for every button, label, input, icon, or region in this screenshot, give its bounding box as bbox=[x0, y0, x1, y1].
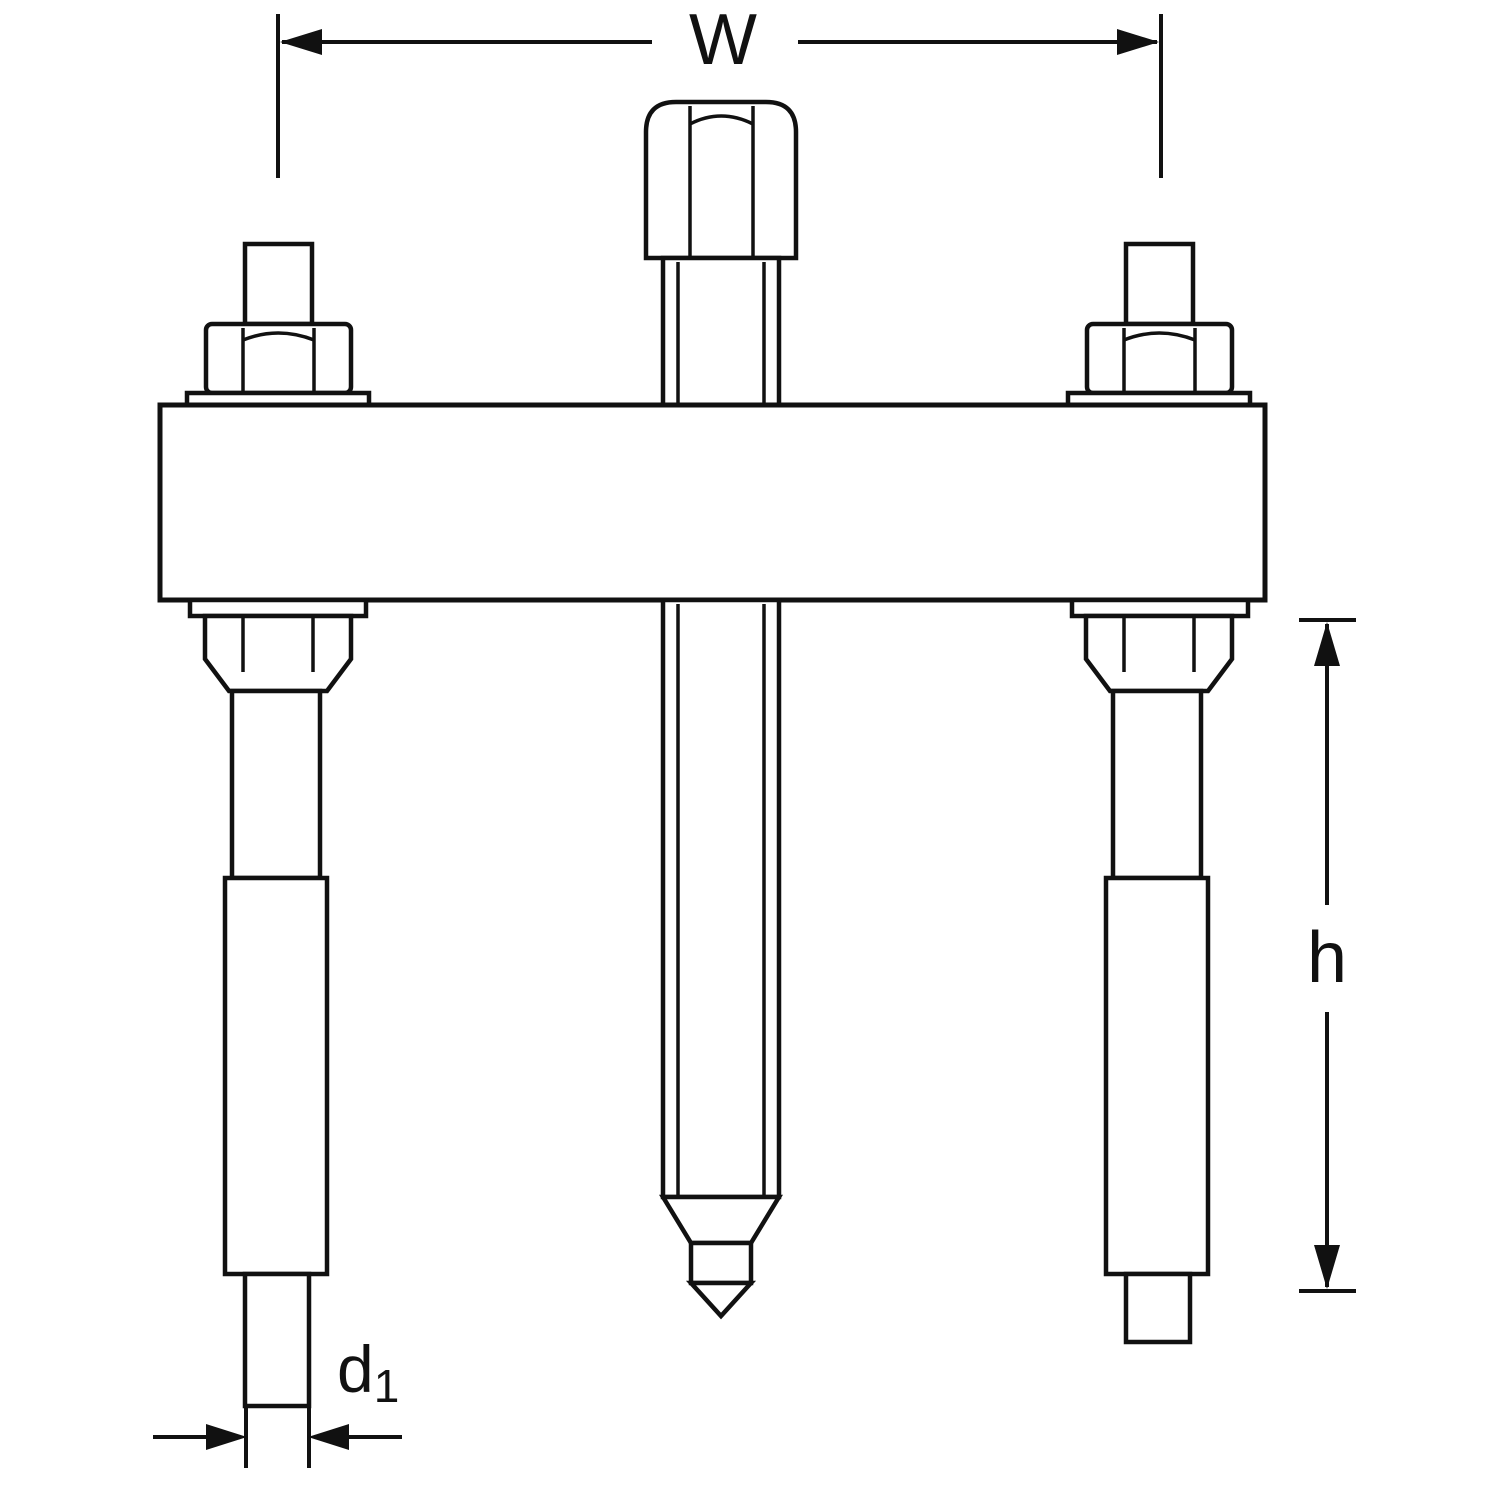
dimension-d1: d1 bbox=[153, 1332, 402, 1468]
left-leg-sleeve bbox=[222, 875, 330, 1277]
left-leg-upper bbox=[184, 241, 372, 409]
left-leg-post bbox=[242, 241, 315, 327]
left-leg-lower-nut-facets bbox=[241, 616, 315, 672]
dimension-d1-arrow-left bbox=[206, 1424, 247, 1450]
dimension-d1-label-subscript: 1 bbox=[374, 1360, 400, 1412]
dimension-h-arrow-down bbox=[1314, 1245, 1340, 1289]
right-leg-rod bbox=[1110, 688, 1204, 881]
right-leg-sleeve bbox=[1103, 875, 1211, 1277]
dimension-w: W bbox=[276, 0, 1163, 178]
right-leg-lower bbox=[1069, 597, 1251, 1345]
spindle-tip-neck bbox=[688, 1240, 754, 1286]
left-leg-bottom-rod bbox=[242, 1271, 312, 1409]
spindle-shaft-lower-thread-lines bbox=[676, 604, 766, 1195]
dimension-w-arrow-left bbox=[280, 29, 322, 55]
crossbar-beam bbox=[157, 402, 1268, 603]
spindle-tip-taper bbox=[658, 1194, 784, 1246]
left-leg-rod bbox=[229, 688, 323, 881]
spindle-hex-nut bbox=[643, 99, 799, 261]
spindle-shaft-lower bbox=[660, 597, 782, 1200]
right-leg-lower-nut bbox=[1083, 613, 1235, 694]
dimension-h: h bbox=[1299, 618, 1356, 1293]
spindle-tip-point bbox=[685, 1280, 757, 1320]
dimension-d1-arrow-right bbox=[308, 1424, 349, 1450]
right-leg-upper bbox=[1065, 241, 1253, 409]
left-leg-lower-nut bbox=[202, 613, 354, 694]
left-leg-lower bbox=[187, 597, 369, 1409]
left-leg-hex-nut-chamfer bbox=[242, 331, 315, 342]
spindle-hex-nut-chamfer bbox=[689, 114, 754, 126]
right-leg-post bbox=[1123, 241, 1196, 327]
right-leg-lower-washer bbox=[1069, 597, 1251, 619]
center-spindle-lower bbox=[658, 597, 784, 1320]
spindle-shaft-upper-thread-lines bbox=[676, 262, 766, 403]
spindle-hex-nut-facets bbox=[688, 106, 755, 258]
left-leg-lower-washer bbox=[187, 597, 369, 619]
dimension-w-arrow-right bbox=[1117, 29, 1159, 55]
dimension-d1-label-main: d bbox=[337, 1332, 374, 1406]
right-leg-bottom-rod bbox=[1123, 1271, 1193, 1345]
dimension-d1-label: d1 bbox=[337, 1332, 399, 1412]
dimension-h-label: h bbox=[1307, 918, 1347, 998]
dimension-w-label: W bbox=[689, 0, 757, 80]
right-leg-lower-nut-facets bbox=[1122, 616, 1196, 672]
center-spindle-upper bbox=[643, 99, 799, 408]
dimension-h-arrow-up bbox=[1314, 622, 1340, 666]
right-leg-hex-nut-chamfer bbox=[1123, 331, 1196, 342]
spindle-shaft-upper bbox=[660, 255, 782, 408]
